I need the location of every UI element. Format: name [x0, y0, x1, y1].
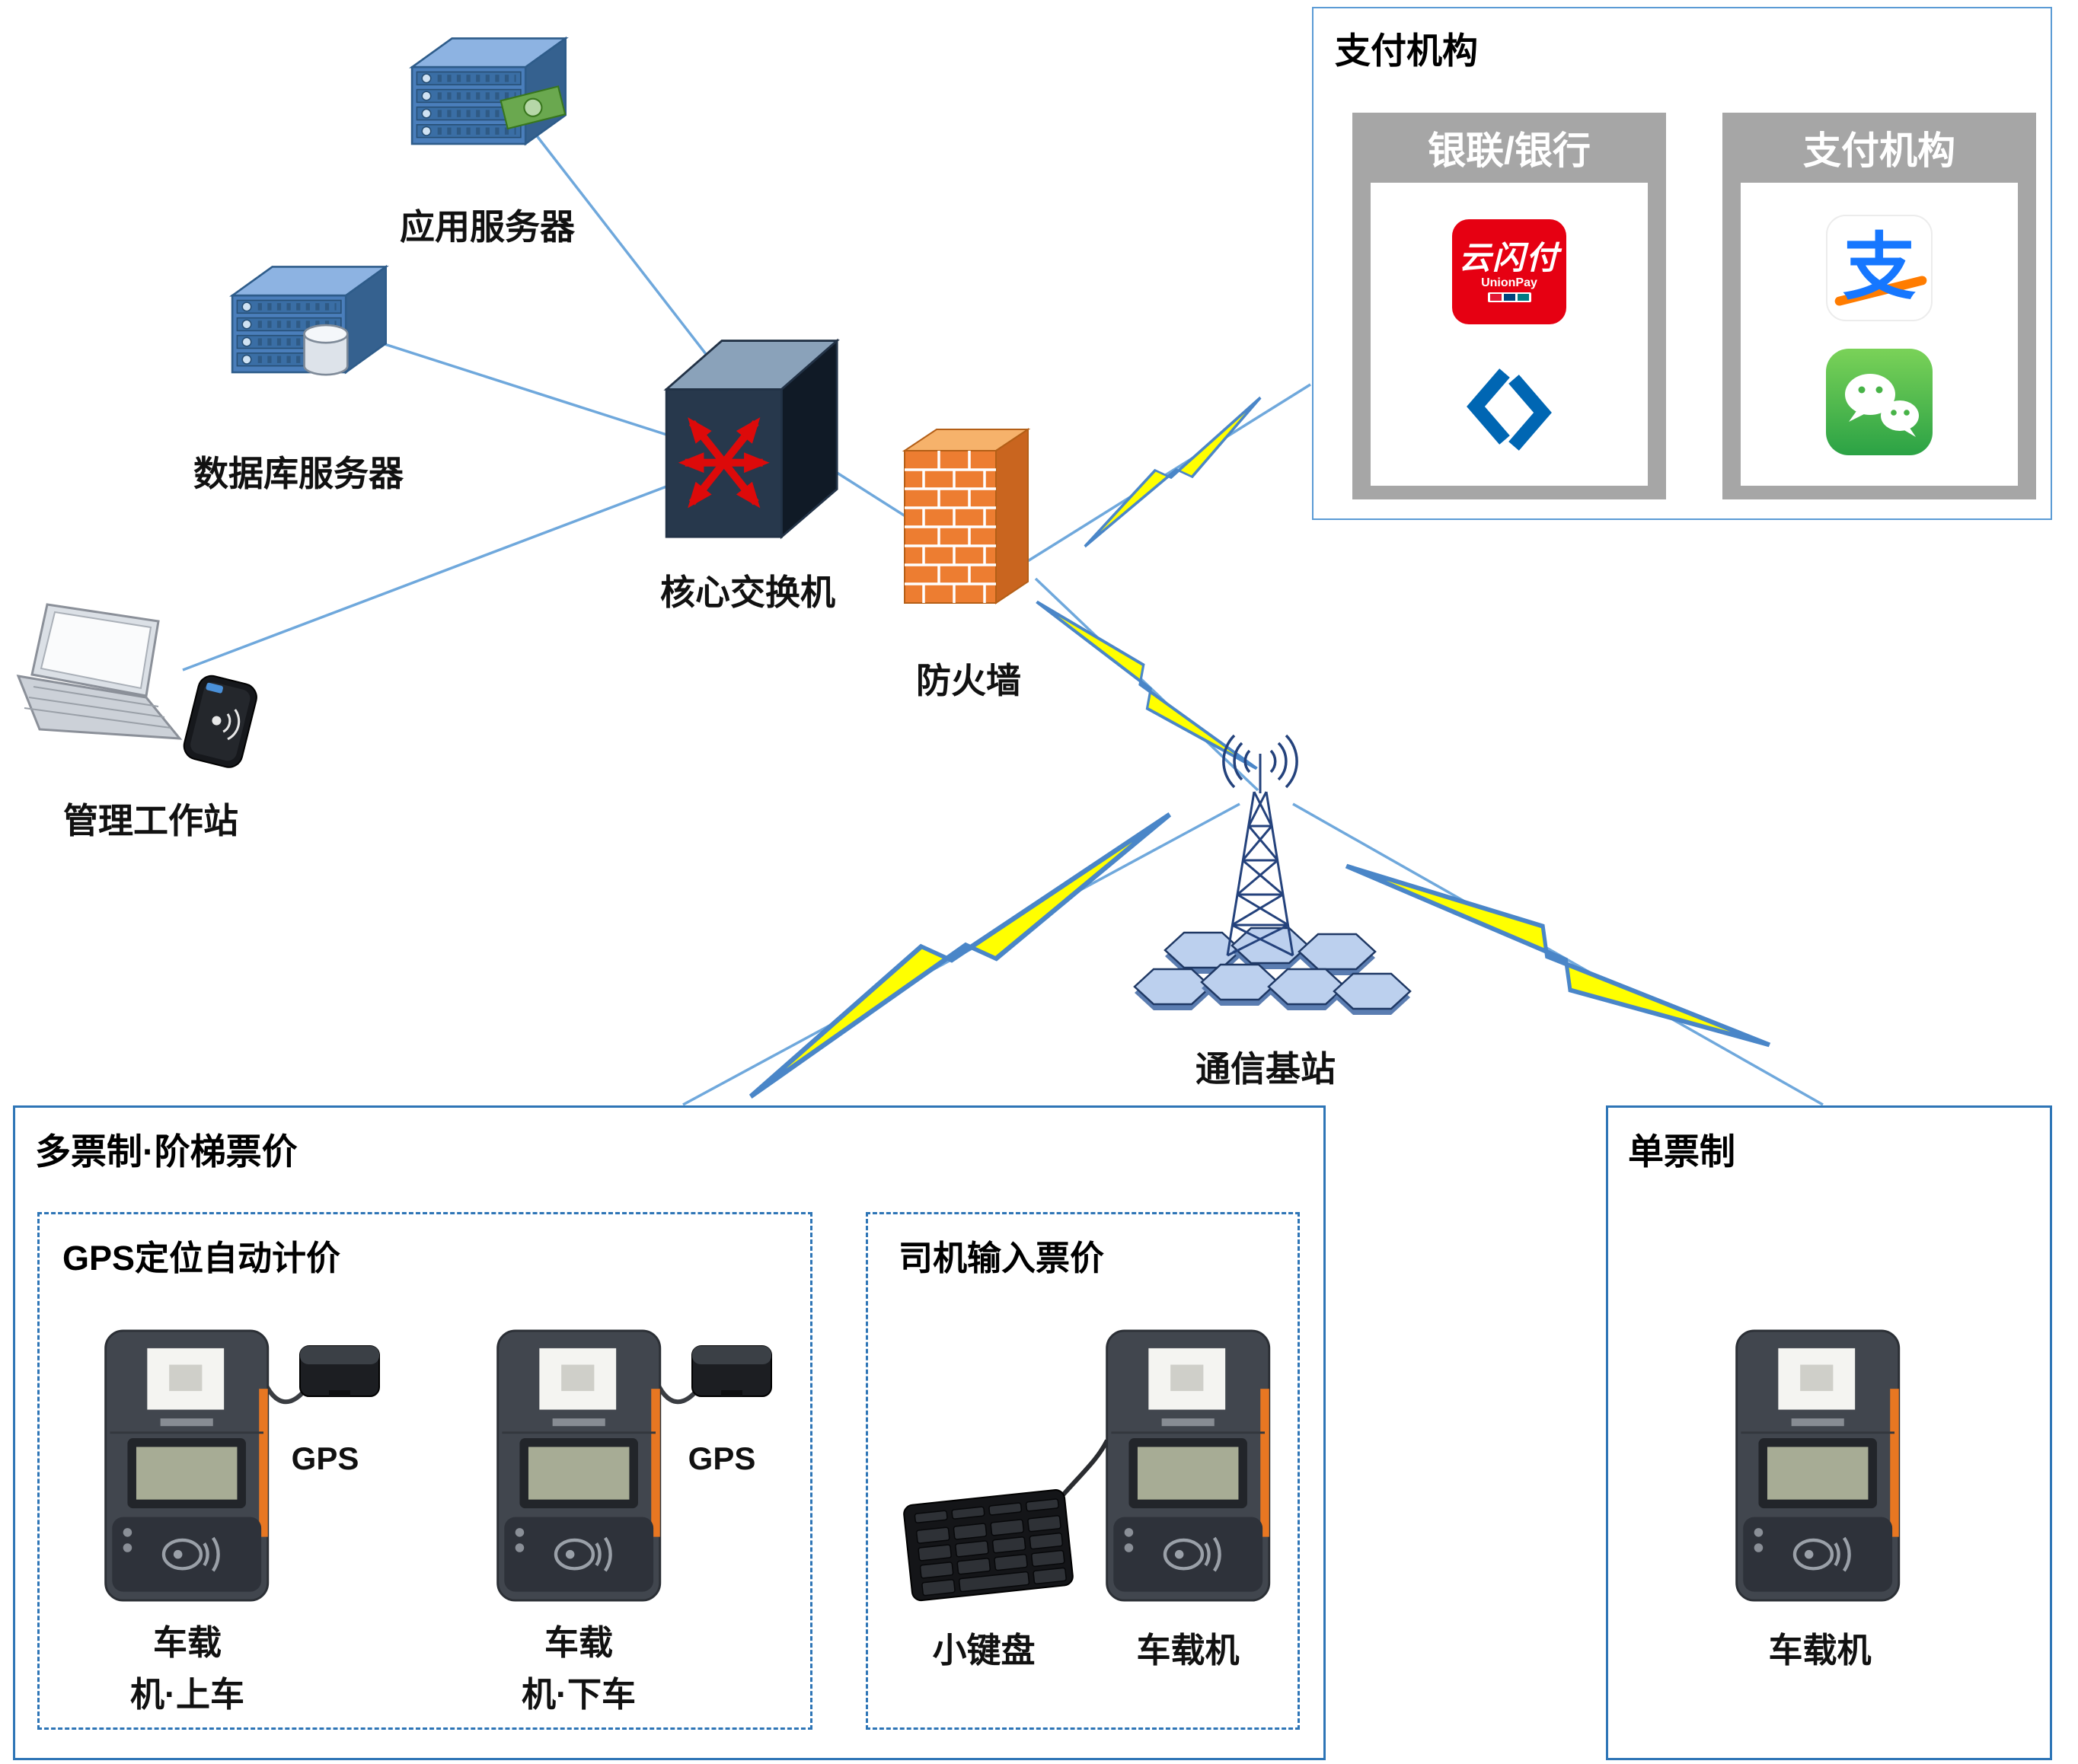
driver-machine-label: 车载机: [1136, 1631, 1240, 1670]
wechat-logo: [1826, 349, 1933, 455]
lightning-bolt-firewall-basestation: [1035, 576, 1259, 794]
alipay-logo-text: 支: [1843, 227, 1916, 308]
gps-section-title: GPS定位自动计价: [62, 1239, 341, 1278]
unionpay-logo: 云闪付 UnionPay: [1452, 219, 1566, 324]
single-ticket-title: 单票制: [1628, 1131, 1735, 1172]
label-line: 车载: [152, 1623, 222, 1662]
bank-panel-title: 银联/银行: [1428, 129, 1591, 172]
workstation-label: 管理工作站: [63, 801, 238, 841]
unionpay-logo-subtext: UnionPay: [1481, 276, 1537, 289]
app-server-label: 应用服务器: [400, 207, 575, 247]
workstation-icon: [17, 603, 261, 772]
driver-input-box: [866, 1212, 1300, 1730]
multi-ticket-title: 多票制·阶梯票价: [35, 1131, 298, 1172]
machine-alighting-label: 车载 机·下车: [522, 1617, 636, 1720]
keypad-label: 小键盘: [932, 1631, 1036, 1670]
base-station-icon: [1133, 734, 1412, 1016]
database-server-icon: [232, 266, 386, 375]
alipay-logo: 支: [1826, 215, 1933, 321]
label-line: 车载: [544, 1623, 613, 1662]
lightning-bolt-basestation-singleticket: [1346, 824, 1770, 1088]
lightning-bolt-firewall-payment: [1068, 396, 1278, 548]
gps-pricing-box: [37, 1212, 812, 1730]
gps-label-2: GPS: [688, 1440, 756, 1476]
ccb-logo: [1467, 368, 1552, 451]
core-switch-label: 核心交换机: [660, 573, 835, 612]
core-switch-icon: [666, 341, 837, 537]
application-server-icon: [412, 38, 566, 144]
gps-label-1: GPS: [291, 1440, 359, 1476]
base-station-label: 通信基站: [1195, 1049, 1336, 1089]
machine-boarding-label: 车载 机·上车: [130, 1617, 244, 1720]
label-line: 机·上车: [130, 1674, 244, 1714]
thirdparty-panel-title: 支付机构: [1803, 129, 1955, 172]
unionpay-flag-icon: [1487, 292, 1531, 302]
driver-section-title: 司机输入票价: [899, 1239, 1105, 1278]
lightning-bolt-basestation-multiticket: [726, 815, 1194, 1097]
label-line: 机·下车: [522, 1674, 636, 1714]
db-server-label: 数据库服务器: [193, 454, 404, 493]
unionpay-logo-text: 云闪付: [1458, 239, 1559, 276]
single-machine-label: 车载机: [1768, 1631, 1872, 1670]
firewall-icon: [903, 428, 1029, 604]
firewall-label: 防火墙: [916, 661, 1021, 700]
payment-group-title: 支付机构: [1335, 30, 1478, 71]
